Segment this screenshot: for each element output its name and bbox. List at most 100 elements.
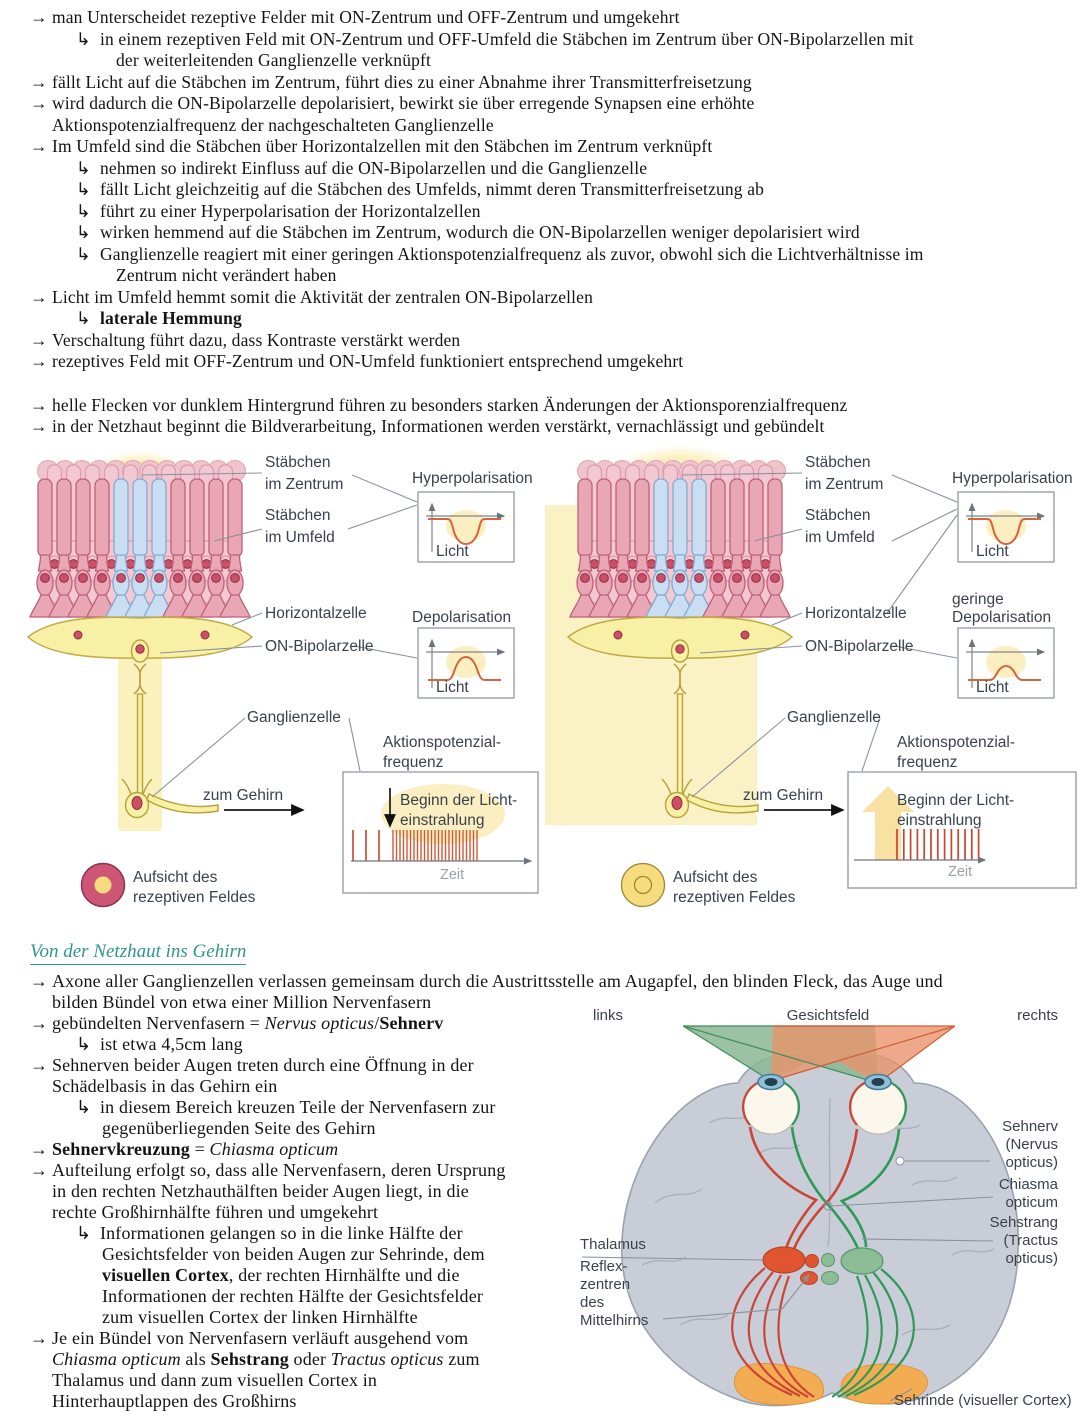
label-staebchen-zentrum: Stäbchen — [265, 454, 331, 471]
note-line: zum visuellen Cortex der linken Hirnhälf… — [102, 1307, 418, 1327]
spike-train — [896, 829, 980, 860]
note-line: Aktionspotenzialfrequenz der nachgeschal… — [52, 114, 494, 135]
label-geringe-depolarisation: geringe — [952, 591, 1004, 608]
section-heading: Von der Netzhaut ins Gehirn — [30, 941, 247, 965]
label-links: links — [593, 1007, 623, 1024]
label-aufsicht: Aufsicht des — [673, 869, 758, 886]
note-line: ↳Informationen gelangen so in die linke … — [76, 1223, 463, 1243]
label-hyperpolarisation: Hyperpolarisation — [952, 470, 1073, 487]
note-line: Hinterhauptlappen des Großhirns — [52, 1391, 297, 1411]
note-line: ↳in einem rezeptiven Feld mit ON-Zentrum… — [76, 28, 914, 49]
note-line: rechte Großhirnhälfte führen und umgekeh… — [52, 1202, 379, 1222]
note-line: →Aufteilung erfolgt so, dass alle Nerven… — [30, 1160, 506, 1180]
svg-text:Licht: Licht — [436, 543, 469, 560]
label-sehrinde: Sehrinde (visueller Cortex) — [894, 1392, 1072, 1409]
note-line: ↳führt zu einer Hyperpolarisation der Ho… — [76, 200, 481, 221]
note-line: Gesichtsfelder von beiden Augen zur Sehr… — [102, 1244, 485, 1264]
svg-text:Zeit: Zeit — [948, 864, 972, 880]
svg-text:Licht: Licht — [976, 543, 1009, 560]
svg-text:(Tractus: (Tractus — [1004, 1232, 1058, 1249]
brain-pathway-svg: links Gesichtsfeld rechts Sehnerv (Nervu… — [580, 1007, 1072, 1409]
eyes — [742, 1073, 907, 1135]
optic-nerve-traces — [748, 1126, 901, 1250]
retina-figure: Stäbchen im Zentrum Stäbchen im Umfeld H… — [0, 445, 1080, 945]
svg-text:im Zentrum: im Zentrum — [805, 476, 883, 493]
label-ganglienzelle: Ganglienzelle — [787, 709, 881, 726]
note-line: →Axone aller Ganglienzellen verlassen ge… — [30, 971, 943, 991]
label-zum-gehirn: zum Gehirn — [743, 787, 823, 804]
note-line: ↳fällt Licht gleichzeitig auf die Stäbch… — [76, 179, 765, 199]
hyperpolarisation-graph: Licht — [957, 491, 1055, 563]
svg-text:Zeit: Zeit — [440, 867, 464, 883]
thalamus-and-midbrain — [762, 1246, 884, 1285]
label-staebchen-zentrum: Stäbchen — [805, 454, 871, 471]
svg-text:opticus): opticus) — [1005, 1154, 1058, 1171]
depolarisation-graph: Licht — [417, 627, 515, 699]
label-gesichtsfeld: Gesichtsfeld — [787, 1007, 870, 1024]
label-staebchen-umfeld: Stäbchen — [805, 507, 871, 524]
label-thalamus: Thalamus — [580, 1236, 646, 1253]
note-line: ↳ wirken hemmend auf die Stäbchen im Zen… — [76, 222, 860, 242]
note-line: visuellen Cortex, der rechten Hirnhälfte… — [102, 1265, 460, 1285]
note-line: →rezeptives Feld mit OFF-Zentrum und ON-… — [30, 351, 684, 371]
svg-text:im Umfeld: im Umfeld — [805, 529, 875, 546]
brain-outline — [621, 1053, 1019, 1407]
label-staebchen-umfeld: Stäbchen — [265, 507, 331, 524]
label-reflexzentren: Reflex- — [580, 1258, 628, 1275]
spike-frequency-graph: Beginn der Licht- einstrahlung Zeit — [847, 771, 1077, 889]
label-aktionspotenzialfrequenz: Aktionspotenzial- — [897, 734, 1015, 751]
label-on-bipolarzelle: ON-Bipolarzelle — [805, 638, 914, 655]
receptive-field-top-view-icon — [80, 862, 126, 908]
retina-circuit-svg: Stäbchen im Zentrum Stäbchen im Umfeld H… — [27, 445, 1077, 908]
svg-text:Depolarisation: Depolarisation — [952, 609, 1051, 626]
thalamus-right-green — [840, 1247, 884, 1275]
note-line: Informationen der rechten Hälfte der Ges… — [102, 1286, 483, 1306]
note-line: →Verschaltung führt dazu, dass Kontraste… — [30, 329, 461, 350]
svg-text:Beginn der Licht-: Beginn der Licht- — [897, 792, 1014, 809]
label-rechts: rechts — [1017, 1007, 1058, 1024]
svg-text:frequenz: frequenz — [897, 754, 957, 771]
spike-frequency-graph: Beginn der Licht- einstrahlung Zeit — [342, 771, 539, 894]
svg-text:einstrahlung: einstrahlung — [400, 812, 484, 829]
note-line: ↳laterale Hemmung — [76, 308, 242, 328]
svg-text:im Zentrum: im Zentrum — [265, 476, 343, 493]
note-line: ↳nehmen so indirekt Einfluss auf die ON-… — [76, 157, 648, 178]
svg-text:opticum: opticum — [1005, 1194, 1058, 1211]
thalamus-left-red — [762, 1246, 806, 1274]
label-depolarisation: Depolarisation — [412, 609, 511, 626]
svg-text:Licht: Licht — [976, 679, 1009, 696]
notes-visual-pathway: →Axone aller Ganglienzellen verlassen ge… — [30, 971, 1075, 1412]
visual-pathway-figure: links Gesichtsfeld rechts Sehnerv (Nervu… — [560, 1003, 1080, 1417]
diagram-on-center-light: Stäbchen im Zentrum Stäbchen im Umfeld H… — [27, 451, 539, 908]
svg-text:einstrahlung: einstrahlung — [897, 812, 981, 829]
label-zum-gehirn: zum Gehirn — [203, 787, 283, 804]
label-aufsicht: Aufsicht des — [133, 869, 218, 886]
note-line: in den rechten Netzhauthälften beider Au… — [52, 1181, 469, 1201]
label-horizontalzelle: Horizontalzelle — [805, 605, 907, 622]
note-line: der weiterleitenden Ganglienzelle verknü… — [116, 50, 431, 70]
receptive-field-top-view-icon — [620, 862, 666, 908]
svg-text:opticus): opticus) — [1005, 1250, 1058, 1267]
svg-text:Beginn der Licht-: Beginn der Licht- — [400, 792, 517, 809]
svg-text:(Nervus: (Nervus — [1005, 1136, 1058, 1153]
label-aktionspotenzialfrequenz: Aktionspotenzial- — [383, 734, 501, 751]
note-line: →Je ein Bündel von Nervenfasern verläuft… — [30, 1328, 469, 1348]
note-line: Chiasma opticum als Sehstrang oder Tract… — [52, 1349, 480, 1369]
label-on-bipolarzelle: ON-Bipolarzelle — [265, 638, 374, 655]
note-line: →in der Netzhaut beginnt die Bildverarbe… — [30, 416, 825, 436]
note-line: gegenüberliegenden Seite des Gehirn — [102, 1118, 376, 1138]
note-line: Thalamus und dann zum visuellen Cortex i… — [52, 1370, 378, 1390]
note-line: →Sehnervkreuzung = Chiasma opticum — [30, 1139, 339, 1159]
geringe-depolarisation-graph: Licht — [957, 627, 1055, 699]
label-sehnerv: Sehnerv — [1002, 1118, 1058, 1135]
label-chiasma: Chiasma — [999, 1176, 1059, 1193]
note-line: Zentrum nicht verändert haben — [116, 265, 337, 285]
svg-text:frequenz: frequenz — [383, 754, 443, 771]
field-edges — [682, 1025, 956, 1084]
note-line: →gebündelten Nervenfasern = Nervus optic… — [30, 1013, 444, 1033]
note-line: ↳in diesem Bereich kreuzen Teile der Ner… — [76, 1097, 496, 1117]
note-line: →fällt Licht auf die Stäbchen im Zentrum… — [30, 71, 752, 92]
note-line: Schädelbasis in das Gehirn ein — [52, 1076, 278, 1096]
spike-train — [352, 830, 478, 861]
